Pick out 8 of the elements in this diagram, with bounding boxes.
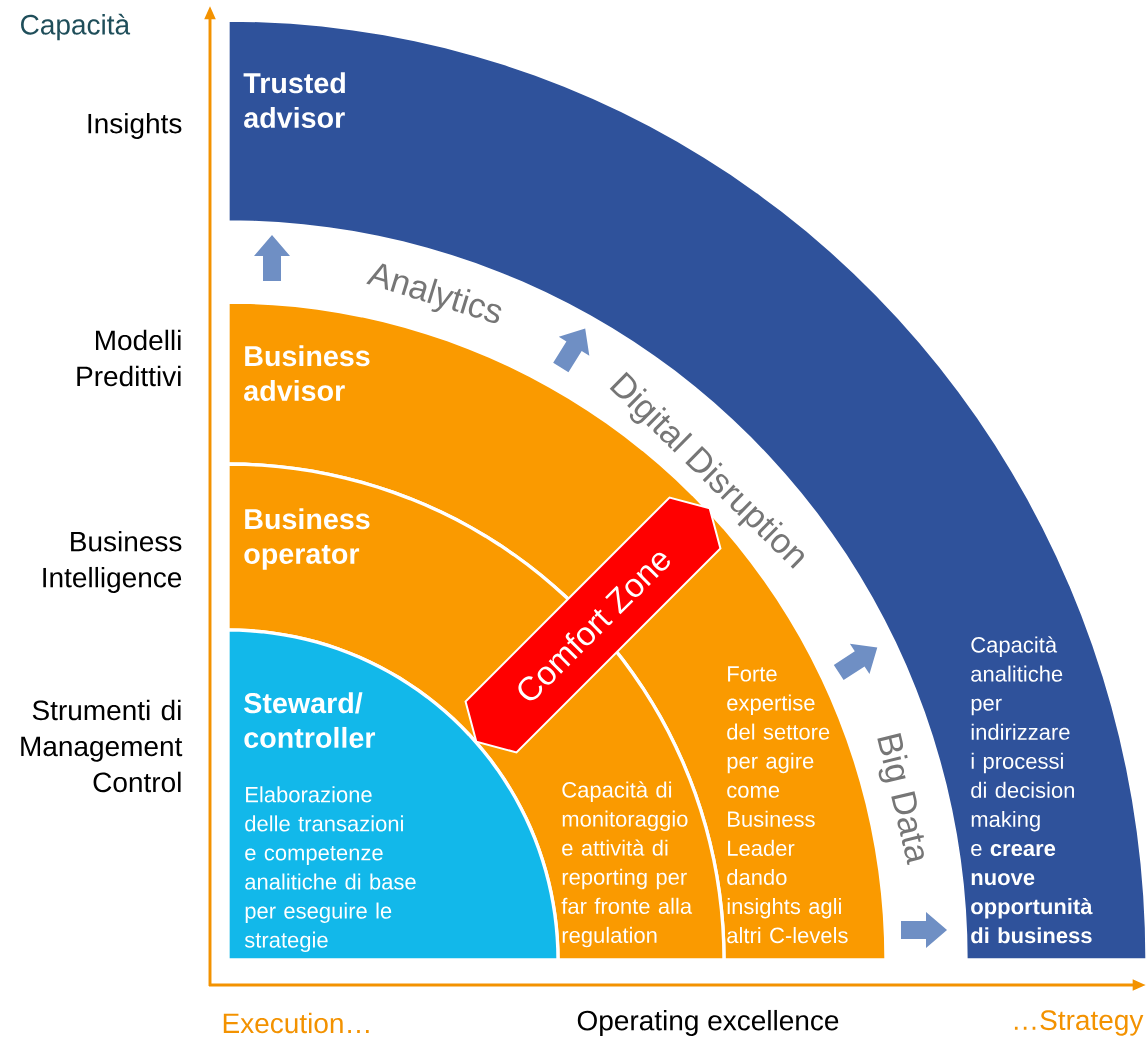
axis-label: …Strategy: [1014, 1010, 1144, 1036]
axis-label: Execution…: [223, 1012, 369, 1034]
axis-title: Capacità: [21, 13, 131, 41]
level-label: Business Intelligence: [43, 530, 182, 594]
level-label: Modelli Predittivi: [77, 329, 181, 387]
level-label: Insights: [88, 112, 182, 140]
axis-label: Operating excellence: [577, 1009, 839, 1037]
level-label: Strumenti di Management Control: [21, 699, 183, 793]
